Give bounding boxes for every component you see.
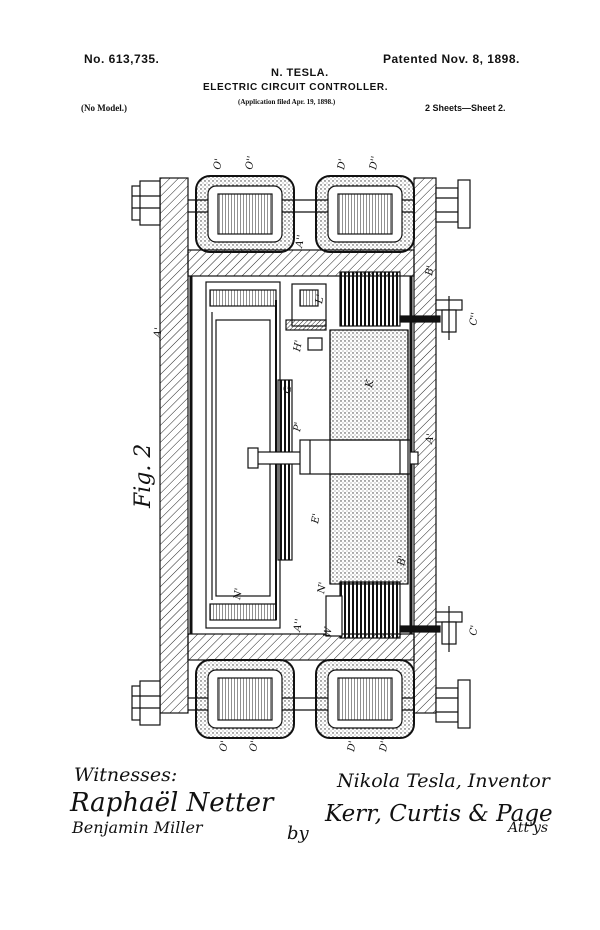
magnet-bottom-left xyxy=(195,659,295,739)
ref-o1-bottom: O' xyxy=(218,740,231,753)
patent-number: No. 613,735. xyxy=(84,52,160,66)
ref-d2: D'' xyxy=(368,155,381,171)
terminal-bottom xyxy=(399,606,463,652)
attorneys-signature: Kerr, Curtis & Page xyxy=(325,801,553,827)
ref-d2-bottom: D'' xyxy=(378,737,391,753)
magnet-top-left xyxy=(195,175,295,253)
bolt-bottom-right xyxy=(435,679,471,729)
contact-coils-bottom xyxy=(325,581,401,639)
ref-a2-top: A'' xyxy=(294,234,307,249)
left-end-plate xyxy=(159,177,189,714)
ref-d1: D' xyxy=(336,158,349,172)
inventor-name: N. TESLA. xyxy=(271,67,329,79)
bolt-top-right xyxy=(435,179,471,229)
ref-o1: O' xyxy=(212,158,225,171)
ref-n1-right: N' xyxy=(316,581,329,595)
ref-w: W xyxy=(322,626,335,639)
ref-c2: C'' xyxy=(468,312,481,327)
reservoir-lower xyxy=(329,473,409,585)
ref-l1: L' xyxy=(314,293,327,305)
bolt-bottom-left xyxy=(131,680,161,726)
witness-signature-2: Benjamin Miller xyxy=(72,818,203,837)
ref-o2-bottom: O'' xyxy=(248,737,261,752)
by-label: by xyxy=(287,823,309,844)
ref-a2-bottom: A'' xyxy=(292,618,305,633)
ref-b1-bottom: B' xyxy=(396,555,409,568)
right-end-plate xyxy=(413,177,437,714)
magnet-top-right xyxy=(315,175,415,253)
patent-title: ELECTRIC CIRCUIT CONTROLLER. xyxy=(203,82,389,93)
ref-p1: P' xyxy=(292,421,305,433)
figure-label: Fig. 2 xyxy=(131,444,156,509)
ref-h1: H' xyxy=(292,339,305,353)
model-note: (No Model.) xyxy=(81,103,127,113)
ref-b1-top: B' xyxy=(424,265,437,278)
patent-date: Patented Nov. 8, 1898. xyxy=(383,52,520,66)
ref-g: G xyxy=(282,385,294,395)
bolt-top-left xyxy=(131,180,161,226)
sheet-number: 2 Sheets—Sheet 2. xyxy=(425,103,506,113)
witnesses-label: Witnesses: xyxy=(74,764,178,786)
terminal-top xyxy=(399,296,463,340)
ref-o2: O'' xyxy=(244,155,257,170)
inventor-signature: Nikola Tesla, Inventor xyxy=(337,770,550,792)
gear-wheel xyxy=(277,379,293,561)
ref-e1: E' xyxy=(310,513,323,526)
attorneys-label: Att'ys xyxy=(508,820,549,836)
ref-n1-left: N' xyxy=(232,587,245,601)
ref-k: K xyxy=(364,379,376,390)
contact-coils-top xyxy=(285,271,401,351)
witness-signature-1: Raphaël Netter xyxy=(70,788,274,818)
ref-c1: C' xyxy=(468,624,481,636)
application-date: (Application filed Apr. 19, 1898.) xyxy=(238,98,336,106)
ref-a1-left: A' xyxy=(152,327,165,340)
magnet-bottom-right xyxy=(315,659,415,739)
ref-a1-right: A' xyxy=(424,433,437,446)
ref-d1-bottom: D' xyxy=(346,740,359,754)
